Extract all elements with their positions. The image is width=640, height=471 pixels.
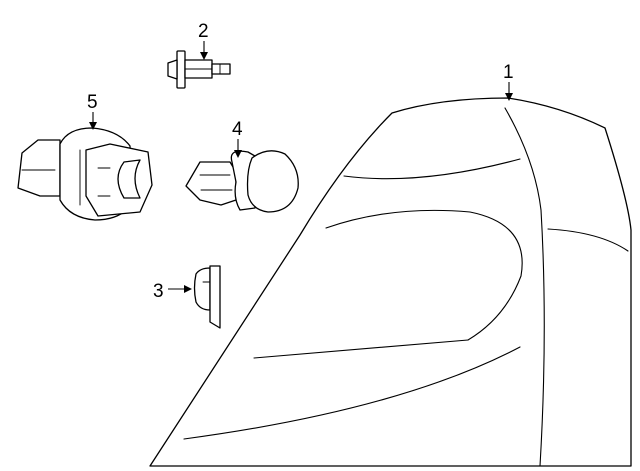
part-3-clip [193,265,221,329]
callout-2: 2 [198,21,209,60]
callout-1: 1 [503,62,514,101]
callout-4: 4 [232,119,243,158]
callout-4-number: 4 [232,119,243,140]
part-5-socket [17,127,153,221]
callout-2-number: 2 [198,21,209,42]
callout-3-number: 3 [153,281,164,302]
callout-1-number: 1 [503,62,514,83]
part-2-fastener [167,50,231,89]
callout-5-number: 5 [87,92,98,113]
part-4-bulb [185,150,299,213]
callout-5: 5 [87,92,98,130]
part-1-lamp-assembly [149,97,632,467]
callout-3: 3 [153,281,192,302]
